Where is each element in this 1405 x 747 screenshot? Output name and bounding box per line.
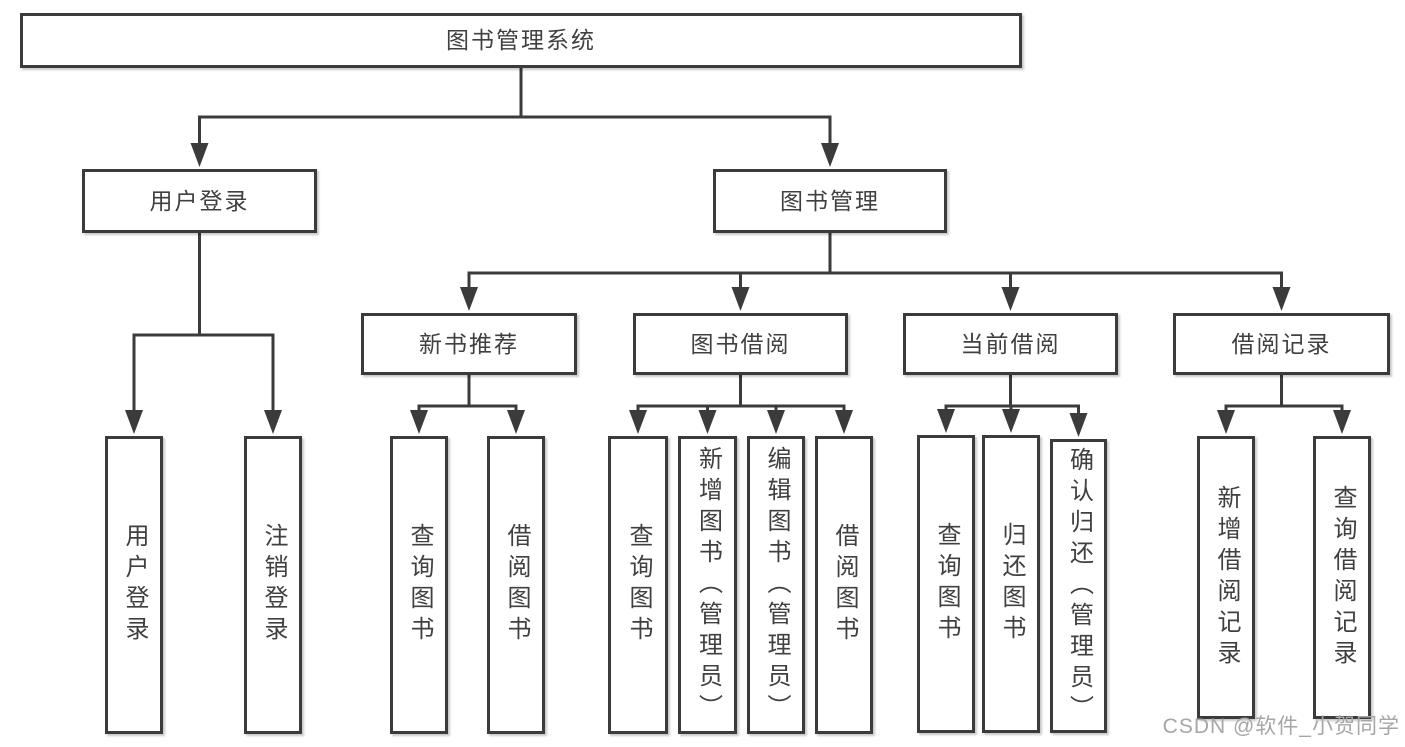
watermark: CSDN @软件_小贺同学 [1162,715,1400,738]
node-label-br-add: 新增借阅记录 [1213,484,1240,671]
node-nb-borrow: 借阅图书 [487,436,545,734]
node-bb-borrow: 借阅图书 [815,436,873,734]
node-label-cb-return: 归还图书 [998,522,1025,646]
node-label-nb-query: 查询图书 [406,523,433,647]
node-label-current-borrow: 当前借阅 [960,330,1061,357]
node-br-add: 新增借阅记录 [1197,436,1255,719]
node-book-borrow: 图书借阅 [633,313,848,375]
node-label-user-login: 用户登录 [149,187,250,214]
node-cb-query: 查询图书 [917,435,975,733]
node-label-borrow-records: 借阅记录 [1231,330,1332,357]
node-label-root: 图书管理系统 [446,27,596,53]
node-label-bb-borrow: 借阅图书 [831,523,858,647]
node-bb-add: 新增图书（管理员） [678,436,737,734]
node-label-bb-add: 新增图书（管理员） [694,445,722,725]
node-label-bb-edit: 编辑图书（管理员） [763,445,790,725]
node-current-borrow: 当前借阅 [903,313,1118,375]
node-label-bb-query: 查询图书 [625,523,652,647]
node-cb-return: 归还图书 [982,435,1040,733]
node-root: 图书管理系统 [20,13,1022,68]
node-user-login: 用户登录 [82,169,317,233]
node-bb-query: 查询图书 [608,436,668,734]
node-new-book-rec: 新书推荐 [361,313,577,375]
node-nb-query: 查询图书 [390,436,448,734]
node-cb-confirm: 确认归还（管理员） [1050,439,1107,733]
node-ul-logout: 注销登录 [244,436,302,734]
node-label-nb-borrow: 借阅图书 [503,523,530,647]
node-ul-login: 用户登录 [105,436,163,734]
node-label-ul-logout: 注销登录 [260,523,287,647]
node-label-ul-login: 用户登录 [121,523,148,647]
node-label-book-mgmt: 图书管理 [780,187,880,214]
node-br-query: 查询借阅记录 [1313,436,1371,719]
node-label-new-book-rec: 新书推荐 [419,330,519,357]
node-borrow-records: 借阅记录 [1173,313,1390,375]
node-label-cb-confirm: 确认归还（管理员） [1065,446,1093,726]
node-label-cb-query: 查询图书 [933,522,960,646]
node-label-book-borrow: 图书借阅 [690,330,791,357]
node-bb-edit: 编辑图书（管理员） [747,436,805,734]
node-book-mgmt: 图书管理 [713,169,947,233]
node-label-br-query: 查询借阅记录 [1329,484,1356,671]
